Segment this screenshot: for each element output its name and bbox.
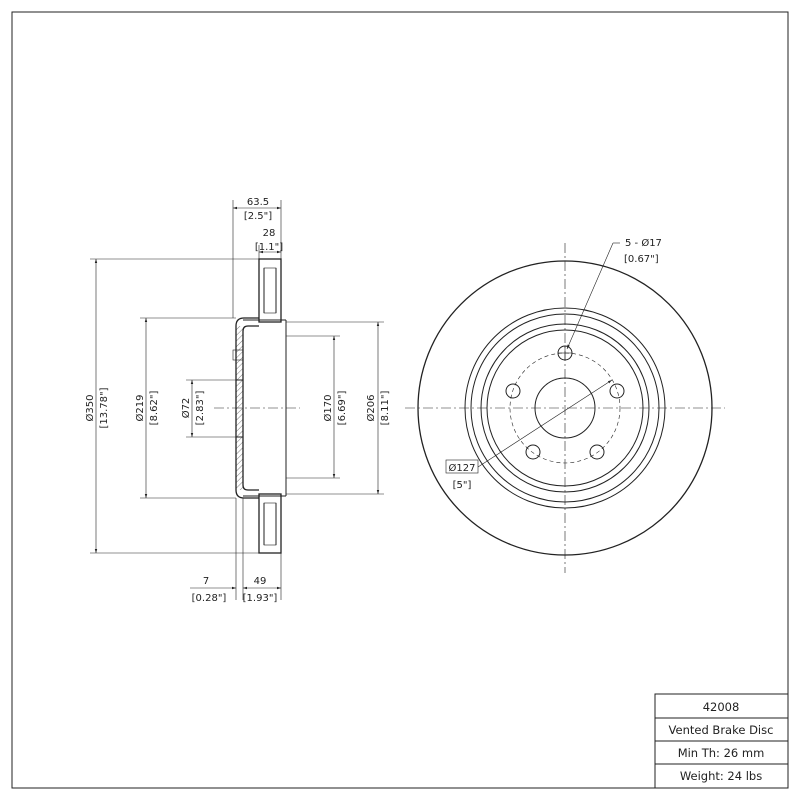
dim-hat-height-in: [1.93"] xyxy=(243,593,278,604)
title-block: 42008 Vented Brake Disc Min Th: 26 mm We… xyxy=(654,693,789,789)
dim-outer-diameter: Ø350 [13.78"] xyxy=(84,258,259,554)
dim-overall-width: 63.5 [2.5"] xyxy=(232,197,282,318)
dim-center-bore-mm: Ø72 xyxy=(180,398,192,419)
dim-hat-height: 49 [1.93"] xyxy=(243,553,282,604)
dim-hat-thickness-mm: 7 xyxy=(203,576,209,587)
dim-friction-width-mm: 28 xyxy=(263,228,276,239)
side-view: 63.5 [2.5"] 28 [1.1"] Ø350 [13.78"] Ø219… xyxy=(84,197,391,604)
dim-hat-outer-diameter-in: [8.11"] xyxy=(380,391,391,426)
dim-hat-diameter-in: [8.62"] xyxy=(149,391,160,426)
bolt-hole xyxy=(589,444,605,460)
front-view: 5 - Ø17 [0.67"] Ø127 [5"] xyxy=(405,237,725,573)
weight: Weight: 24 lbs xyxy=(680,769,762,783)
rotor-section-top xyxy=(258,258,282,323)
dim-outer-diameter-mm: Ø350 xyxy=(84,395,96,422)
dim-outer-diameter-in: [13.78"] xyxy=(99,387,110,428)
callout-bolt-circle-in: [5"] xyxy=(453,480,472,491)
dim-center-bore-in: [2.83"] xyxy=(195,391,206,426)
callout-bolt-holes-mm: 5 - Ø17 xyxy=(625,237,662,249)
callout-bolt-holes: 5 - Ø17 [0.67"] xyxy=(566,237,662,350)
dim-inner-diameter-in: [6.69"] xyxy=(337,391,348,426)
dim-hat-diameter-mm: Ø219 xyxy=(134,395,146,422)
dim-overall-width-mm: 63.5 xyxy=(247,197,269,208)
dim-hat-height-mm: 49 xyxy=(254,576,267,587)
dim-overall-width-in: [2.5"] xyxy=(244,211,272,222)
sheet-border xyxy=(11,11,789,789)
dim-inner-diameter: Ø170 [6.69"] xyxy=(286,335,348,479)
callout-bolt-circle-mm: Ø127 xyxy=(449,462,476,474)
dim-hat-diameter: Ø219 [8.62"] xyxy=(134,317,236,499)
dim-hat-thickness: 7 [0.28"] xyxy=(190,498,244,604)
part-description: Vented Brake Disc xyxy=(669,723,774,737)
rotor-section-bottom xyxy=(258,493,282,554)
bolt-hole xyxy=(525,444,541,460)
bolt-hole xyxy=(609,383,625,399)
dim-inner-diameter-mm: Ø170 xyxy=(322,395,334,422)
dim-hat-thickness-in: [0.28"] xyxy=(192,593,227,604)
dim-center-bore: Ø72 [2.83"] xyxy=(180,379,236,438)
part-number: 42008 xyxy=(703,700,740,714)
callout-bolt-circle: Ø127 [5"] xyxy=(445,379,613,491)
dim-friction-width-in: [1.1"] xyxy=(255,242,283,253)
callout-bolt-holes-in: [0.67"] xyxy=(624,254,659,265)
dim-friction-width: 28 [1.1"] xyxy=(255,228,283,259)
bolt-hole xyxy=(505,383,521,399)
dim-hat-outer-diameter-mm: Ø206 xyxy=(365,395,377,422)
dim-hat-outer-diameter: Ø206 [8.11"] xyxy=(286,321,391,495)
min-thickness: Min Th: 26 mm xyxy=(678,746,765,760)
